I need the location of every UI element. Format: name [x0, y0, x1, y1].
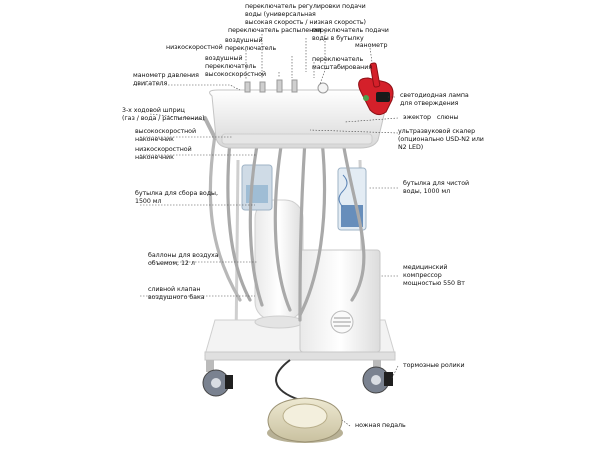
label-air-switch-hs: воздушный переключатель высокоскоростной: [205, 55, 267, 78]
label-bottle-water-switch: переключатель подачи воды в бутылку: [312, 27, 389, 42]
waste-bottle: [241, 164, 273, 211]
top-tray: [209, 89, 391, 149]
control-knobs: [244, 79, 329, 94]
hoses: [208, 133, 366, 322]
label-syringe: 3-х ходовой шприц (газ / вода / распылен…: [122, 107, 205, 122]
label-ejector: эжектор слюны: [403, 114, 459, 121]
compressor-box: [299, 249, 381, 353]
label-hs-handpiece: высокоскоростной наконечник: [135, 128, 197, 143]
label-compressor: медицинский компрессор мощностью 550 Вт: [403, 264, 465, 287]
label-air-switch: воздушный переключатель: [225, 37, 277, 52]
label-manometer: манометр: [355, 42, 388, 49]
pedal-cable: [275, 359, 301, 401]
label-brake-wheels: тормозные ролики: [403, 362, 465, 369]
label-ls-handpiece: низкоскоростной наконечник: [135, 146, 192, 161]
clean-bottle: [337, 167, 367, 231]
led-curing-lamp: [358, 62, 394, 116]
label-water-switch: переключатель регулировки подачи воды (у…: [245, 3, 366, 26]
label-clean-bottle: бутылка для чистой воды, 1000 мл: [403, 180, 470, 195]
brake-wheels: [202, 360, 393, 397]
label-low-speed: низкоскоростной: [166, 44, 223, 51]
label-motor-manometer: манометр давления двигателя: [133, 72, 199, 87]
label-scale-switch: переключатель масштабирования: [312, 56, 373, 71]
label-spray-switch: переключатель распыления: [228, 27, 321, 34]
label-led-lamp: светодиодная лампа для отверждения: [400, 92, 469, 107]
foot-pedal: [267, 397, 343, 443]
leader-lines: [135, 32, 399, 427]
label-scaler: ультразвуковой скалер (опционально USD-N…: [398, 128, 484, 151]
label-foot-pedal: ножная педаль: [355, 422, 406, 429]
label-waste-bottle: бутылка для сбора воды, 1500 мл: [135, 190, 218, 205]
label-air-tanks: баллоны для воздуха объемом, 12 л: [148, 252, 219, 267]
label-drain-valve: сливной клапан воздушного бака: [148, 286, 205, 301]
